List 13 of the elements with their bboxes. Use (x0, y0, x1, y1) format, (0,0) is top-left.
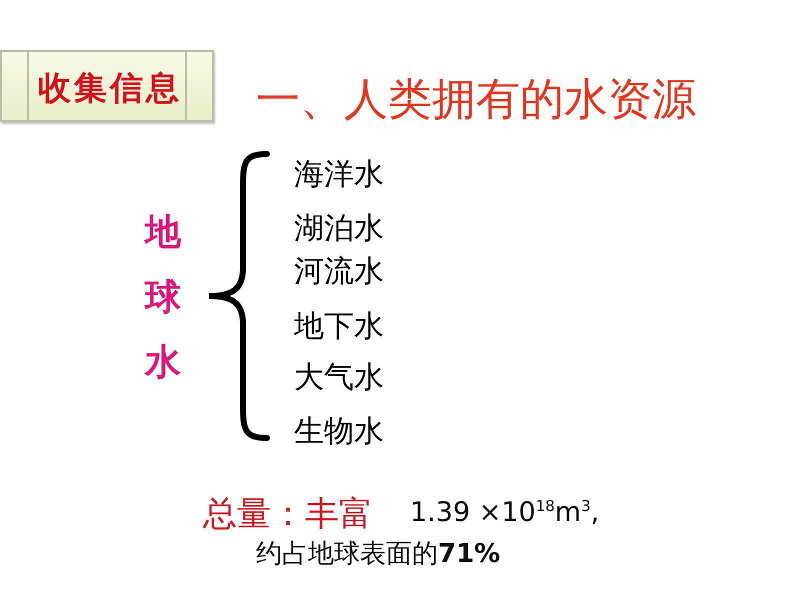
list-item: 湖泊水 (294, 211, 384, 247)
list-item: 生物水 (294, 414, 384, 450)
note-text: 约占地球表面的71% (256, 538, 500, 571)
list-item: 地下水 (294, 309, 384, 345)
list-item: 海洋水 (294, 157, 384, 193)
section-tab (0, 50, 214, 122)
tab-label: 收集信息 (38, 67, 182, 109)
summary-label: 总量：丰富 (203, 493, 373, 536)
list-item: 大气水 (294, 360, 384, 396)
volume-value: 1.39 ×10$^{18}$m$^{3}$, (410, 497, 600, 528)
vertical-heading: 地球水 (143, 211, 182, 385)
slide-title: 一、人类拥有的水资源 (256, 73, 696, 127)
list-item: 河流水 (294, 254, 384, 290)
